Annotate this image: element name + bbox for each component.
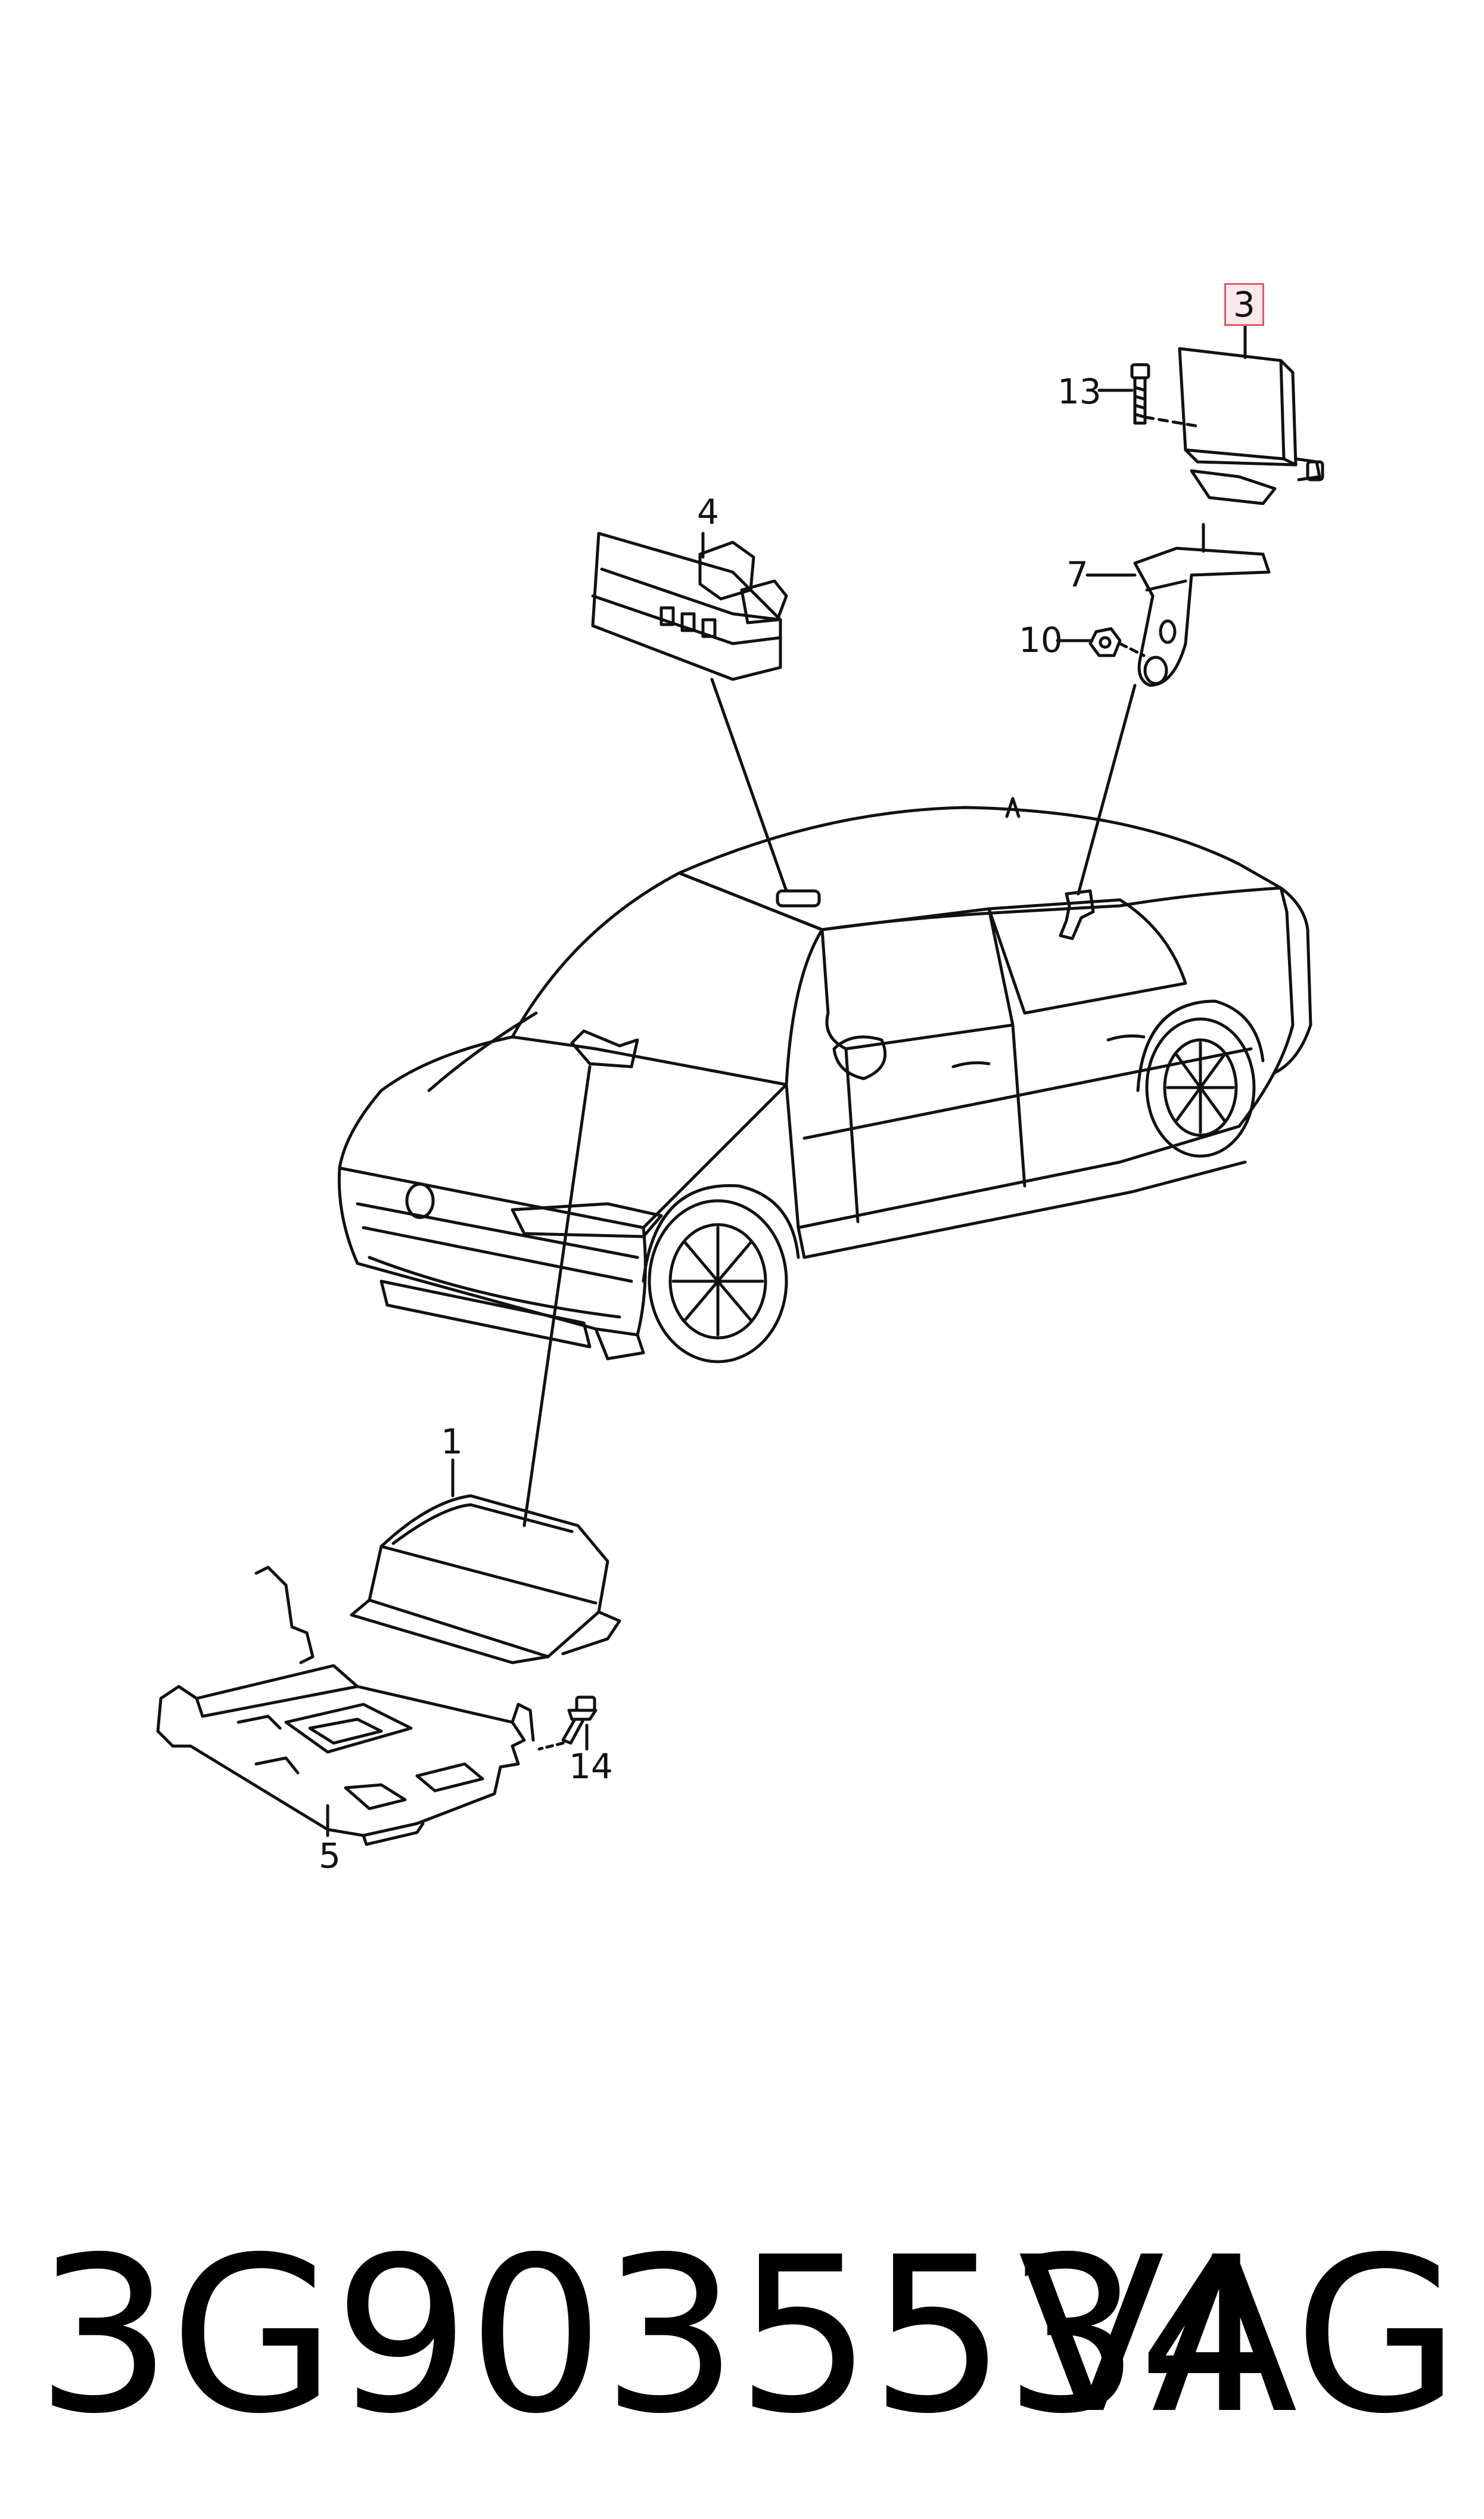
leader-10-dashed [1118,642,1146,657]
brand-label: VAG [1018,2211,1460,2461]
leader-4-car [710,678,788,893]
part-number: 3G9035534 [36,2211,1274,2461]
leader-3-car [1077,684,1137,896]
callout-1[interactable]: 1 [441,1421,463,1462]
part-1-control-unit [350,1494,621,1664]
bolt-13-icon [1130,363,1150,425]
callout-14[interactable]: 14 [569,1746,613,1787]
part-4-switch-module [591,532,788,681]
callout-5[interactable]: 5 [319,1835,341,1876]
leader-1-car [522,1065,592,1527]
callout-3[interactable]: 3 [1224,283,1264,326]
footer: 3G9035534 VAG [36,2229,1460,2479]
leader-14-dashed [537,1741,565,1751]
callout-13[interactable]: 13 [1057,371,1102,412]
parts-diagram [156,323,1324,1846]
nut-10-icon [1088,627,1122,657]
part-3-sensor [1178,347,1324,505]
car-illustration [337,797,1312,1363]
callout-4[interactable]: 4 [697,492,719,532]
callout-10[interactable]: 10 [1019,620,1063,660]
part-7-bracket [1133,546,1271,687]
callout-7[interactable]: 7 [1066,554,1088,595]
screw-14-icon [561,1695,598,1745]
leader-13-dashed [1143,415,1199,428]
part-5-mounting-bracket [156,1566,535,1846]
